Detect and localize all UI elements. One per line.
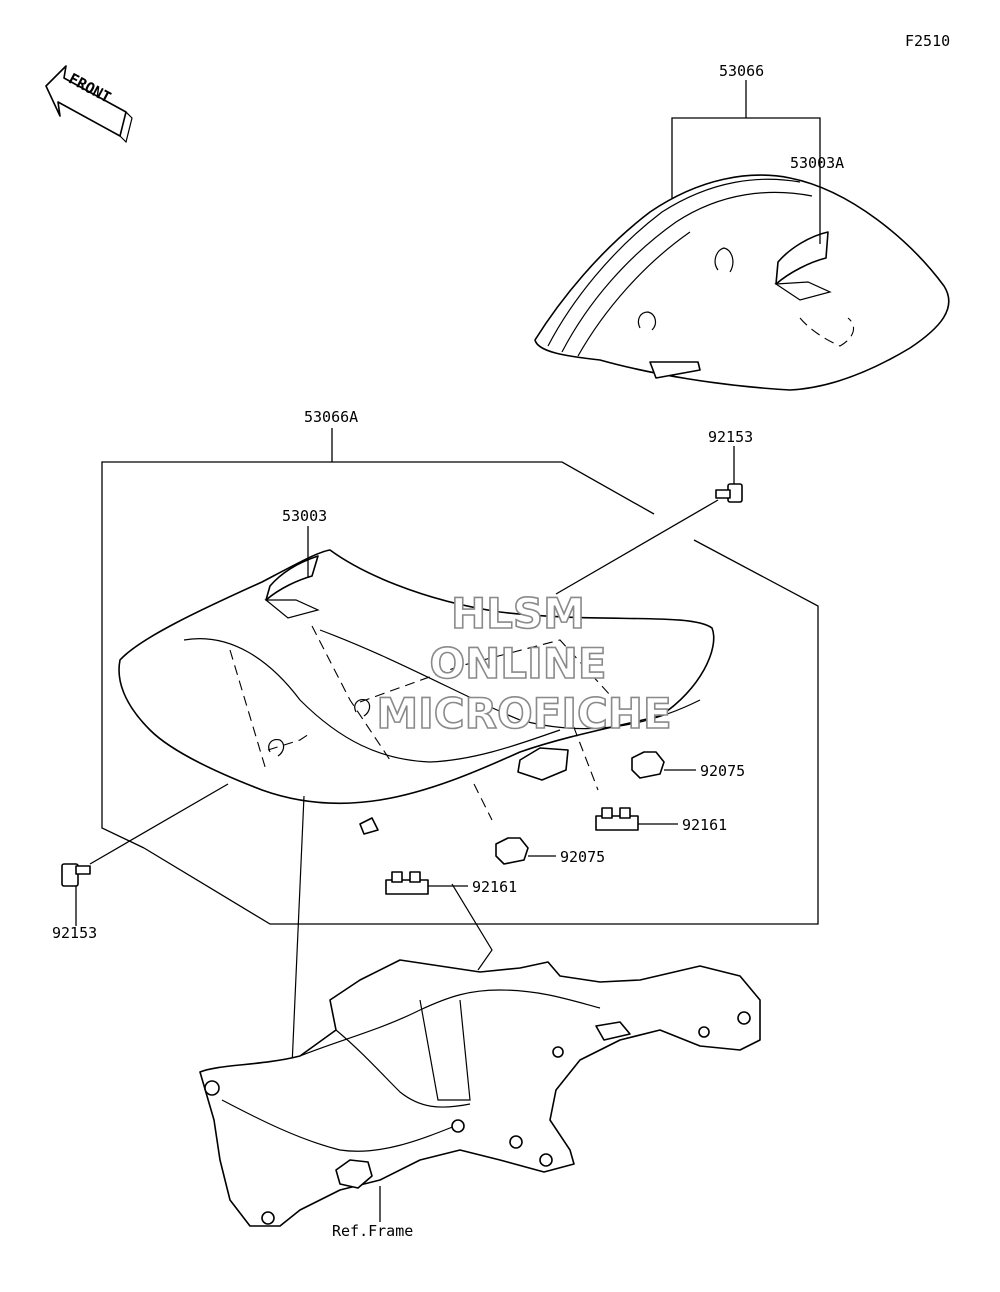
hidden-lines: [229, 625, 621, 821]
watermark-line3: MICROFICHE: [376, 689, 671, 738]
label-ref-frame: Ref.Frame: [332, 1222, 413, 1240]
rear-frame: [199, 959, 761, 1227]
bolt-right: 92153: [555, 428, 753, 595]
label-92161-right: 92161: [682, 816, 727, 834]
callout-53066A: 53066A 53003: [101, 408, 819, 925]
frame-alignment-lines: [291, 795, 493, 1067]
watermark: HLSM ONLINE MICROFICHE: [376, 588, 673, 739]
figure-code: F2510: [905, 32, 950, 50]
callout-53066: 53066 53003A: [671, 62, 844, 244]
label-92153-right: 92153: [708, 428, 753, 446]
damper-right: 92075: [631, 751, 745, 780]
label-92075-center: 92075: [560, 848, 605, 866]
damper-center: 92075: [495, 837, 605, 866]
watermark-line2: ONLINE: [429, 639, 606, 688]
clip-right: 92161: [595, 807, 727, 834]
label-53003A: 53003A: [790, 154, 844, 172]
bolt-left: 92153: [52, 783, 229, 942]
label-92075-right: 92075: [700, 762, 745, 780]
label-53066: 53066: [719, 62, 764, 80]
label-92153-left: 92153: [52, 924, 97, 942]
label-53066A: 53066A: [304, 408, 358, 426]
label-92161-center: 92161: [472, 878, 517, 896]
front-arrow-icon: FRONT: [45, 65, 133, 144]
clip-center: 92161: [385, 871, 517, 896]
rear-seat: [534, 174, 950, 391]
front-seat: [118, 549, 715, 835]
label-53003: 53003: [282, 507, 327, 525]
callout-ref-frame: Ref.Frame: [332, 1186, 413, 1240]
watermark-line1: HLSM: [451, 589, 585, 638]
